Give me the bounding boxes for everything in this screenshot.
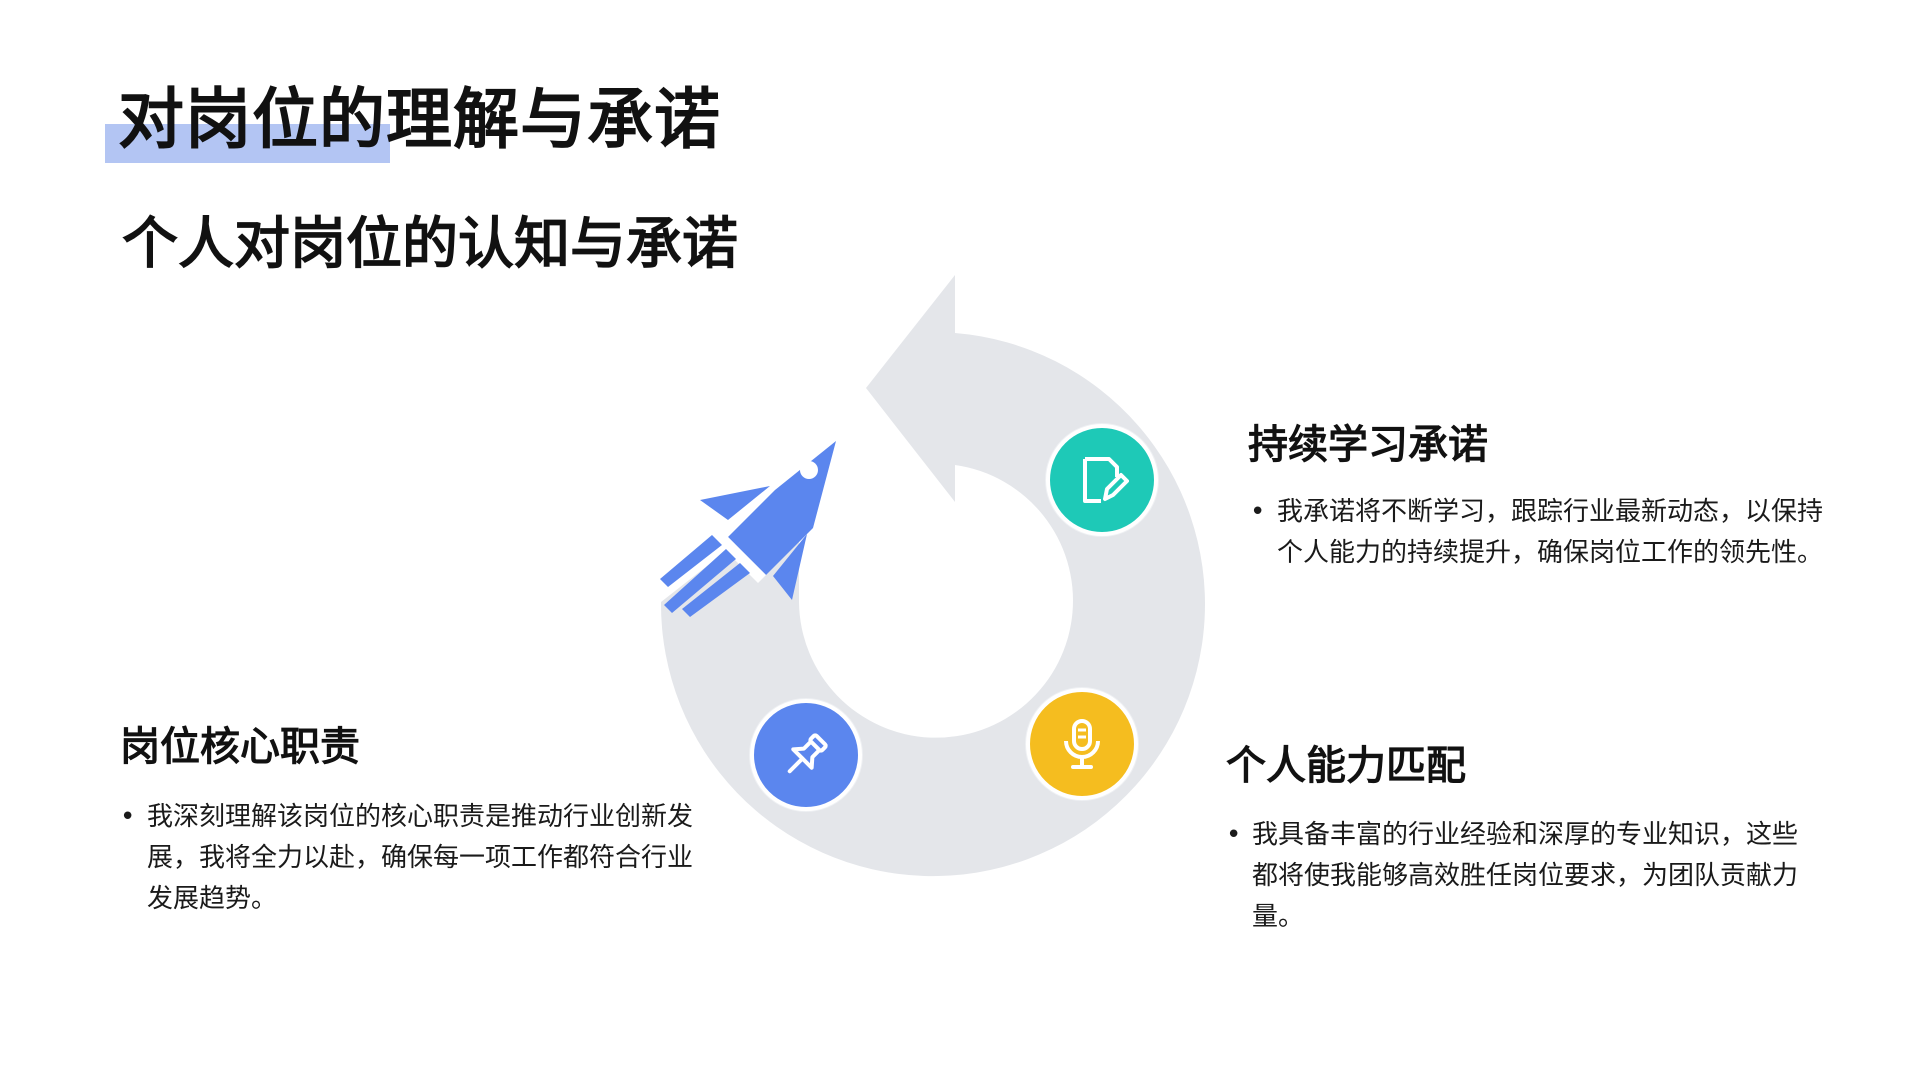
page-title: 对岗位的理解与承诺 [118,81,721,158]
title-highlight-bar [105,124,390,163]
ability-icon-circle [1026,688,1138,800]
learning-icon-circle [1046,424,1158,536]
rocket-icon [660,441,836,617]
learning-text: 我承诺将不断学习，跟踪行业最新动态，以保持个人能力的持续提升，确保岗位工作的领先… [1277,497,1824,568]
ability-title: 个人能力匹配 [1226,743,1466,789]
microphone-icon [1064,719,1100,769]
ability-text: 我具备丰富的行业经验和深厚的专业知识，这些都将使我能够高效胜任岗位要求，为团队贡… [1252,820,1799,932]
ability-bullet: • [1226,820,1242,850]
page-subtitle: 个人对岗位的认知与承诺 [122,212,738,277]
learning-title: 持续学习承诺 [1248,422,1488,468]
learning-bullet: • [1250,497,1266,527]
duty-text: 我深刻理解该岗位的核心职责是推动行业创新发展，我将全力以赴，确保每一项工作都符合… [147,802,694,914]
duty-icon-circle [750,699,862,811]
pushpin-icon [787,733,828,774]
edit-note-icon [1083,457,1129,503]
duty-bullet: • [120,802,136,832]
duty-title: 岗位核心职责 [120,724,360,770]
